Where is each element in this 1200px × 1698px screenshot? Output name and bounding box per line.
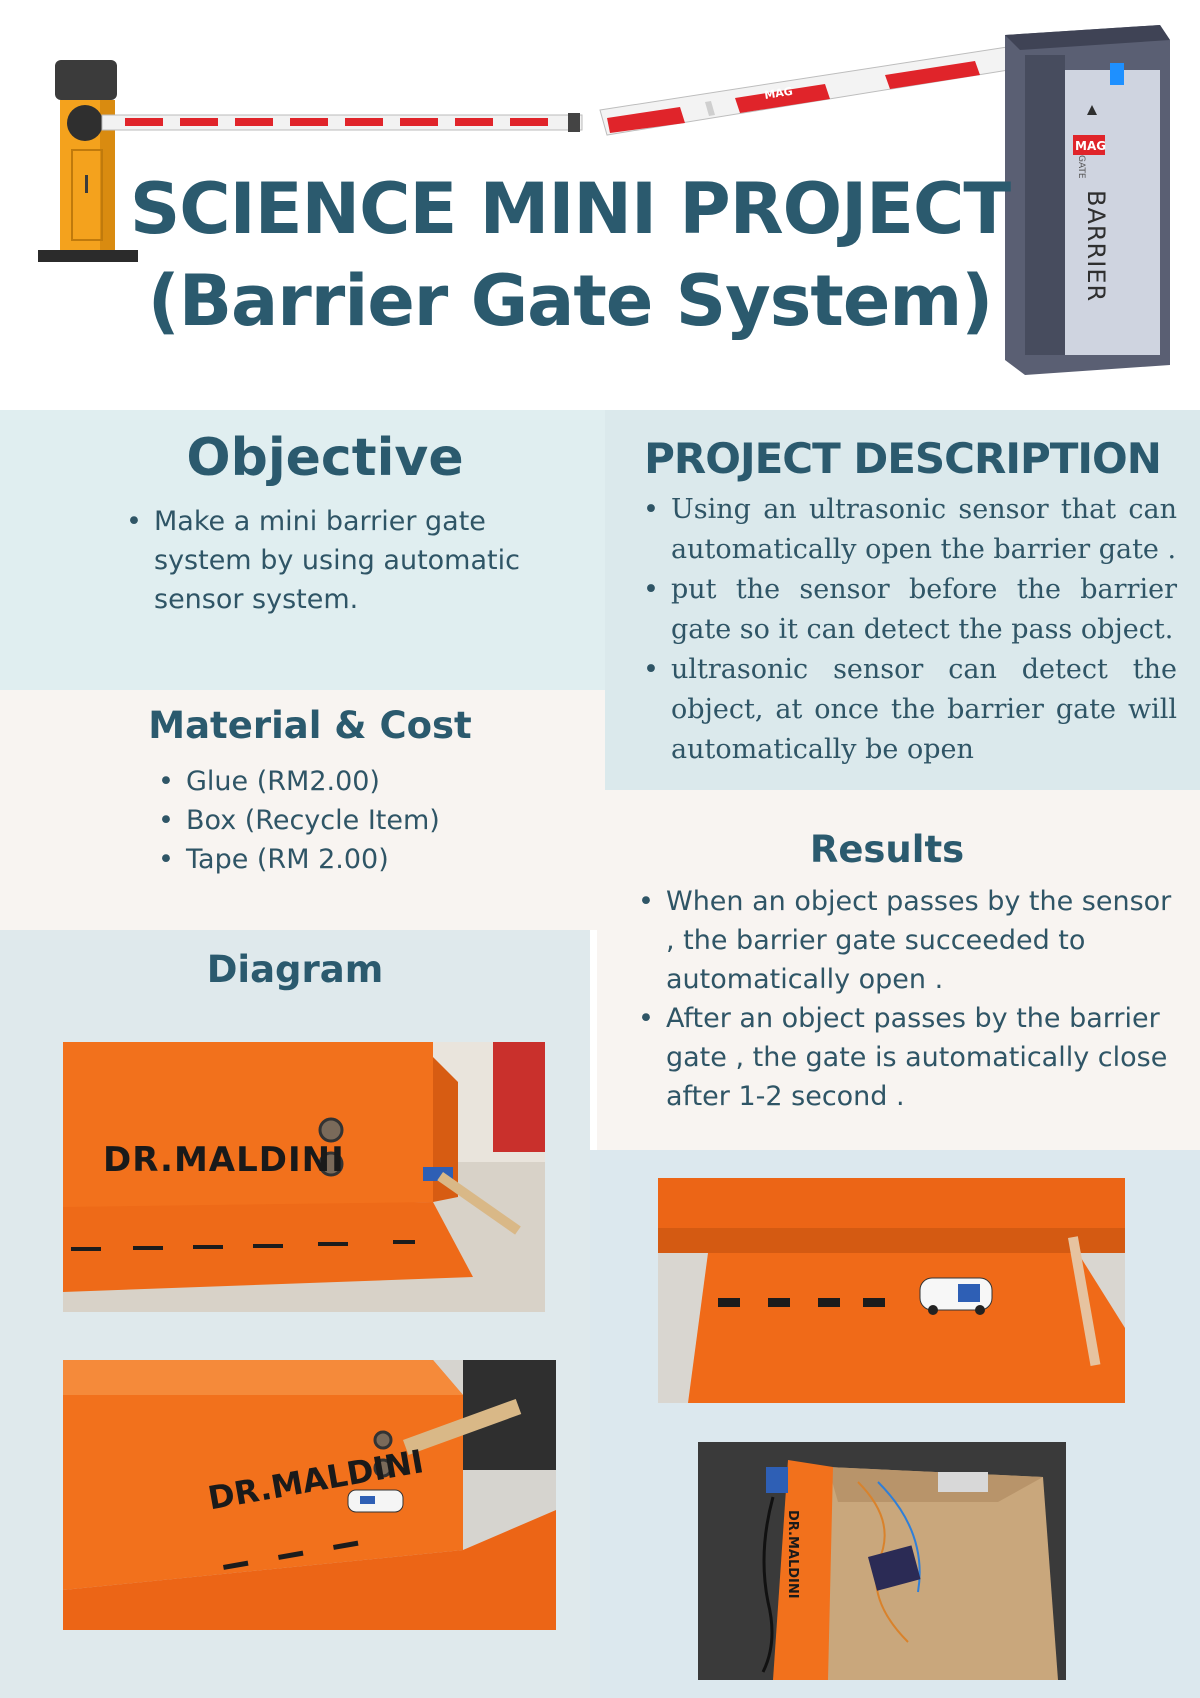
material-item: Glue (RM2.00) (152, 762, 582, 801)
results-panel: Results When an object passes by the sen… (597, 790, 1200, 1150)
right-barrier-cabinet-illustration: MAG MAG (599, 25, 1170, 375)
materials-list: Glue (RM2.00) Box (Recycle Item) Tape (R… (152, 762, 582, 879)
material-item: Box (Recycle Item) (152, 801, 582, 840)
material-item: Tape (RM 2.00) (152, 840, 582, 879)
results-list: When an object passes by the sensor , th… (632, 882, 1182, 1116)
barrier-label: BARRIER (1082, 190, 1110, 303)
description-item: put the sensor before the barrier gate s… (637, 570, 1177, 650)
svg-text:MAG: MAG (763, 85, 793, 102)
materials-panel: Material & Cost Glue (RM2.00) Box (Recyc… (0, 690, 605, 930)
barrier-sublabel: GATE (1076, 155, 1086, 179)
left-barrier-gate-illustration (38, 60, 583, 262)
box-label: DR.MALDINI (103, 1140, 345, 1180)
objective-panel: Objective Make a mini barrier gate syste… (0, 410, 605, 690)
objective-heading: Objective (186, 428, 464, 488)
description-item: Using an ultrasonic sensor that can auto… (637, 490, 1177, 570)
objective-list: Make a mini barrier gate system by using… (120, 502, 520, 619)
description-panel: PROJECT DESCRIPTION Using an ultrasonic … (605, 410, 1200, 790)
description-heading: PROJECT DESCRIPTION (644, 434, 1162, 483)
page-subtitle: (Barrier Gate System) (147, 260, 994, 342)
description-item: ultrasonic sensor can detect the object,… (637, 650, 1177, 770)
page-title: SCIENCE MINI PROJECT (129, 168, 1011, 250)
description-list: Using an ultrasonic sensor that can auto… (637, 490, 1177, 770)
result-item: After an object passes by the barrier ga… (632, 999, 1182, 1116)
result-photo-top (658, 1178, 1125, 1403)
results-heading: Results (809, 828, 965, 871)
box-label-open: DR.MALDINI (785, 1510, 800, 1599)
result-photo-bottom (698, 1442, 1066, 1680)
result-item: When an object passes by the sensor , th… (632, 882, 1182, 999)
svg-text:MAG: MAG (1075, 139, 1106, 153)
diagram-photo-front (63, 1042, 545, 1312)
header: MAG MAG BARRIER GATE SCIENCE MINI PROJEC… (0, 0, 1200, 410)
objective-item: Make a mini barrier gate system by using… (120, 502, 520, 619)
diagram-photo-side (63, 1360, 556, 1630)
materials-heading: Material & Cost (148, 704, 472, 747)
diagram-heading: Diagram (206, 948, 384, 991)
